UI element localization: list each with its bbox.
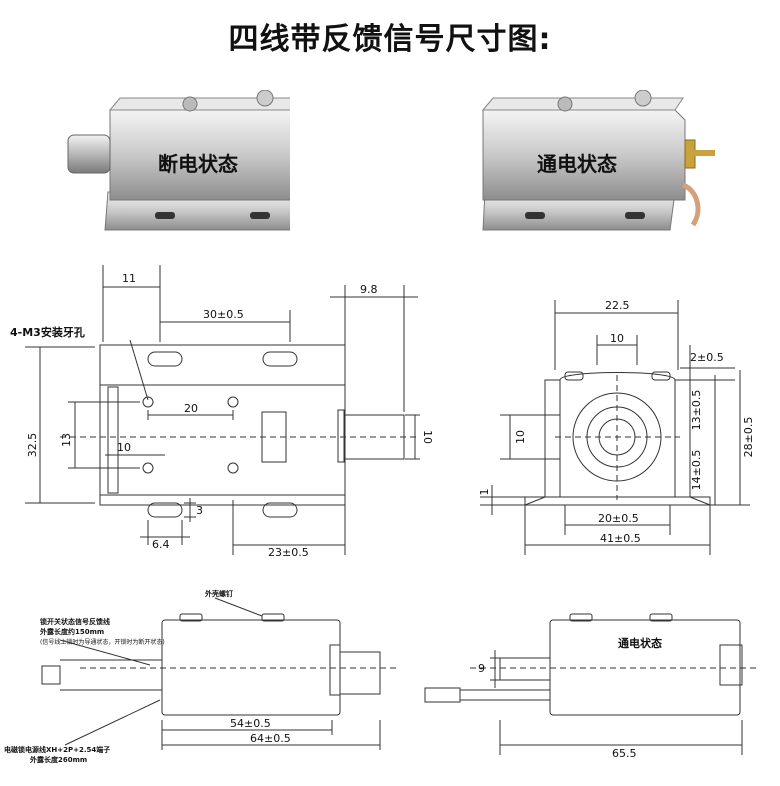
feedback-wire-note-1: 锁开关状态信号反馈线: [39, 617, 110, 626]
dim-32-5: 32.5: [26, 433, 39, 458]
dim-10-top: 10: [610, 332, 624, 345]
dim-54: 54±0.5: [230, 717, 271, 730]
dim-20-end: 20±0.5: [598, 512, 639, 525]
page-title: 四线带反馈信号尺寸图:: [228, 22, 552, 57]
feedback-wire-note-2: 外露长度约150mm: [40, 627, 104, 636]
energized-state-label: 通电状态: [618, 636, 662, 650]
dim-10-left: 10: [514, 430, 527, 444]
power-wire-note-1: 电磁锁电源线XH+2P+2.54端子: [4, 745, 110, 754]
front-view-body: [99, 344, 346, 506]
dim-23: 23±0.5: [268, 546, 309, 559]
dim-20-front: 20: [184, 402, 198, 415]
dim-9-8: 9.8: [360, 283, 378, 296]
dim-14: 14±0.5: [690, 450, 703, 491]
lock-photo-on: 通电状态: [465, 90, 715, 240]
dim-22-5: 22.5: [605, 299, 630, 312]
dim-3: 3: [196, 504, 203, 517]
dim-13-front: 13: [60, 433, 73, 447]
dim-64: 64±0.5: [250, 732, 291, 745]
shell-screw-label: 外壳螺钉: [205, 589, 233, 598]
dim-41: 41±0.5: [600, 532, 641, 545]
dim-6-4: 6.4: [152, 538, 170, 551]
dim-28: 28±0.5: [742, 417, 755, 458]
dim-2: 2±0.5: [690, 351, 724, 364]
mount-hole-note: 4-M3安装牙孔: [10, 325, 85, 339]
dim-65-5: 65.5: [612, 747, 637, 760]
dim-1: 1: [478, 489, 491, 496]
dim-30: 30±0.5: [203, 308, 244, 321]
dim-10-front-h: 10: [117, 441, 131, 454]
state-on-label: 通电状态: [537, 152, 617, 176]
state-off-label: 断电状态: [158, 152, 238, 176]
feedback-wire-note-3: (信号线上锁时为导通状态，开锁时为断开状态): [40, 638, 165, 646]
dim-13-end: 13±0.5: [690, 390, 703, 431]
lock-photo-off: 断电状态: [60, 90, 290, 240]
dim-9: 9: [478, 662, 485, 675]
dim-10-front-v: 10: [421, 430, 434, 444]
power-wire-note-2: 外露长度260mm: [30, 755, 87, 764]
dim-11: 11: [122, 272, 136, 285]
